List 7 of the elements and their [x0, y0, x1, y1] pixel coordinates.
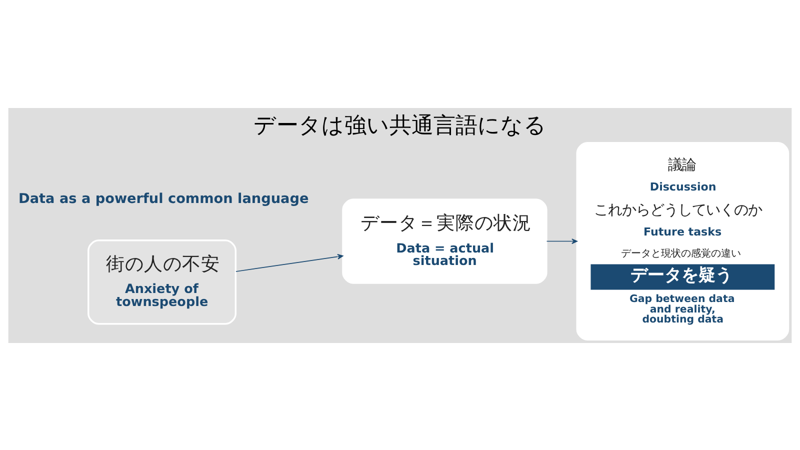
node-box: 議論 Discussion これからどうしていくのか Future tasks データと現状の感覚の違い データを疑う Gap between data and reality, doubting data: [576, 142, 790, 340]
arrow: [546, 238, 578, 244]
node-box: データ＝実際の状況 Data = actual situation: [342, 198, 548, 284]
diagram-title: データは強い共通言語になる: [254, 112, 546, 138]
arrow: [236, 253, 344, 272]
label: Data as a powerful common language: [18, 190, 309, 206]
node-box: 街の人の不安 Anxiety of townspeople: [88, 239, 237, 324]
